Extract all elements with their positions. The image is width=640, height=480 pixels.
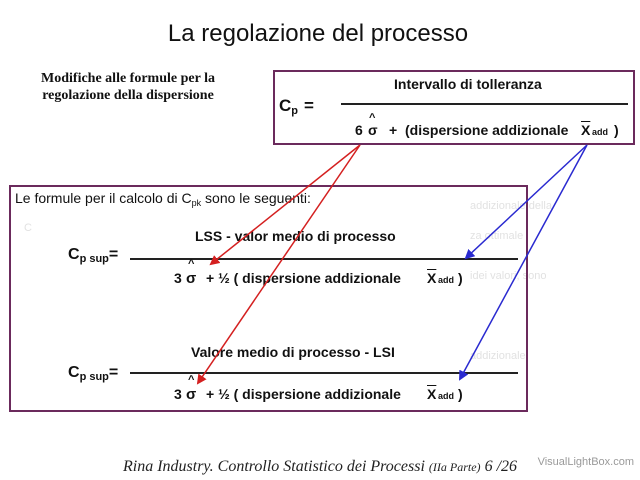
red-arrow-lower xyxy=(196,144,361,385)
lower-formula-lhs: Cp sup= xyxy=(68,364,119,383)
ghost-text: za ottimale xyxy=(470,230,524,242)
watermark: VisualLightBox.com xyxy=(537,456,634,468)
top-formula-lhs: Cp= xyxy=(279,96,314,117)
slide-footer: Rina Industry. Controllo Statistico dei … xyxy=(122,458,518,475)
top-sigma-symbol: σ xyxy=(368,122,378,138)
upper-formula-lhs: Cp sup= xyxy=(68,246,119,265)
blue-arrow-upper xyxy=(464,144,588,260)
slide-subtitle: Modifiche alle formule per la regolazion… xyxy=(41,71,215,103)
top-x-symbol: X xyxy=(581,122,591,138)
top-x-subscript: add xyxy=(592,127,609,137)
lower-x-symbol: X xyxy=(427,386,437,402)
lower-denominator-prefix: 3 xyxy=(174,386,182,402)
lower-formula-numerator: Valore medio di processo - LSI xyxy=(191,344,395,360)
cpk-intro-text: Le formule per il calcolo di Cpk sono le… xyxy=(15,190,311,208)
upper-formula-numerator: LSS - valor medio di processo xyxy=(195,228,396,244)
slide-title: La regolazione del processo xyxy=(167,20,469,47)
ghost-text: C xyxy=(24,222,32,234)
upper-fraction-line xyxy=(130,258,518,260)
top-formula-box xyxy=(273,70,635,145)
top-formula-numerator: Intervallo di tolleranza xyxy=(394,76,542,92)
upper-x-subscript: add xyxy=(438,275,455,285)
top-sigma-hat: ^ xyxy=(369,112,376,124)
top-close-paren: ) xyxy=(614,122,619,138)
lower-sigma-symbol: σ xyxy=(186,386,197,403)
top-denominator-text: (dispersione addizionale xyxy=(405,122,569,138)
upper-denominator-text: + ½ ( dispersione addizionale xyxy=(206,270,401,286)
red-arrow-upper xyxy=(209,144,361,266)
top-denominator-plus: + xyxy=(389,122,398,138)
lower-denominator-text: + ½ ( dispersione addizionale xyxy=(206,386,401,402)
bottom-formula-box xyxy=(9,185,528,412)
upper-sigma-hat: ^ xyxy=(188,258,195,270)
lower-close-paren: ) xyxy=(458,386,463,402)
upper-x-symbol: X xyxy=(427,270,437,286)
top-denominator-prefix: 6 xyxy=(355,122,363,138)
upper-close-paren: ) xyxy=(458,270,463,286)
ghost-text: addizionale xyxy=(470,350,526,362)
lower-x-subscript: add xyxy=(438,391,455,401)
ghost-text: addizionale della xyxy=(470,200,552,212)
lower-fraction-line xyxy=(130,372,518,374)
lower-sigma-hat: ^ xyxy=(188,374,195,386)
top-fraction-line xyxy=(341,103,628,105)
upper-denominator-prefix: 3 xyxy=(174,270,182,286)
upper-sigma-symbol: σ xyxy=(186,270,197,287)
blue-arrow-lower xyxy=(459,144,588,381)
